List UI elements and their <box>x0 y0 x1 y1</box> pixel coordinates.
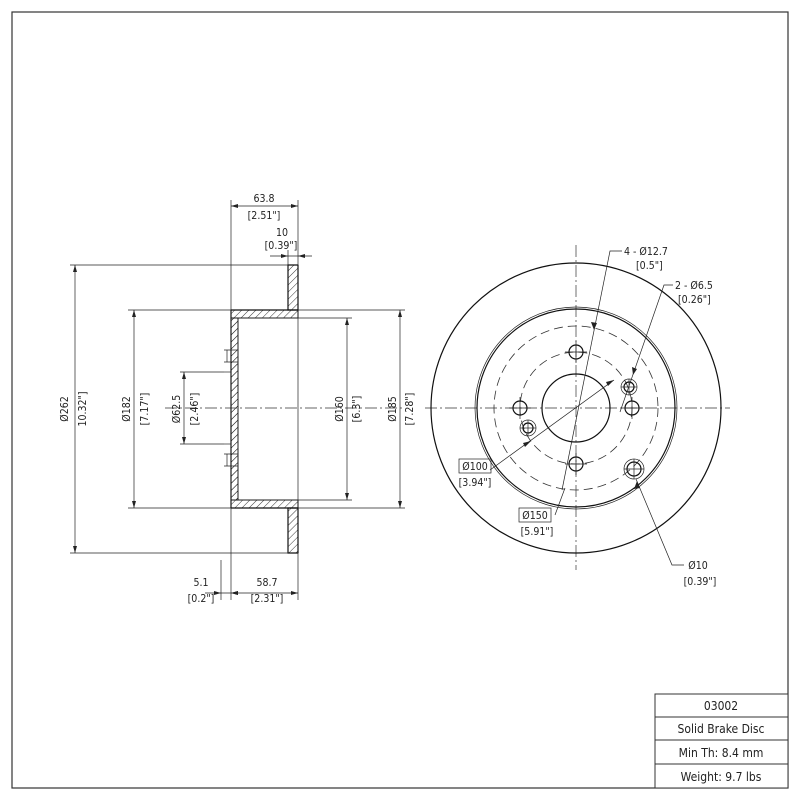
bolt-circle-box <box>458 458 492 474</box>
dim-disc-thickness-in: [0.39"] <box>265 240 298 252</box>
label-inner-circle-in: [5.91"] <box>521 526 554 538</box>
dim-outer-diameter-in: 10.32"] <box>77 391 89 426</box>
dim-offset: 5.1 <box>193 577 208 589</box>
label-inner-circle: Ø150 <box>522 510 547 522</box>
dim-hat-depth-in: [2.31"] <box>251 593 284 605</box>
dim-drum-diameter: Ø160 <box>334 396 346 421</box>
title-block: 03002 Solid Brake Disc Min Th: 8.4 mm We… <box>654 693 789 789</box>
hat-wall-section <box>230 309 299 509</box>
dim-friction-inner-diameter: Ø185 <box>387 396 399 421</box>
hat-outer-edge <box>476 308 676 508</box>
dim-drum-diameter-in: [6.3"] <box>351 396 363 423</box>
label-small-hole: Ø10 <box>688 560 707 572</box>
dim-friction-inner-diameter-in: [7.28"] <box>404 393 416 426</box>
label-bolt-circle: Ø100 <box>462 461 487 473</box>
dim-hat-diameter-in: [7.17"] <box>139 393 151 426</box>
label-pin-holes-in: [0.26"] <box>678 294 711 306</box>
side-dimension-lines <box>73 204 402 595</box>
side-view: 63.8 [2.51"] 10 [0.39"] Ø262 10.32"] Ø18… <box>59 193 416 605</box>
min-thickness: Min Th: 8.4 mm <box>679 746 764 760</box>
tb-weight-cell <box>654 763 789 789</box>
part-description: Solid Brake Disc <box>678 722 765 736</box>
front-view: 4 - Ø12.7 [0.5"] 2 - Ø6.5 [0.26"] Ø100 [… <box>425 245 730 588</box>
inner-circle-box <box>518 507 552 523</box>
weight: Weight: 9.7 lbs <box>681 770 762 784</box>
disc-outer-edge <box>430 262 722 554</box>
dim-disc-thickness: 10 <box>276 227 288 239</box>
lug-hole-center-marks <box>509 341 643 475</box>
label-pin-holes: 2 - Ø6.5 <box>675 280 713 292</box>
dim-hat-diameter: Ø182 <box>121 396 133 421</box>
side-extension-lines <box>70 200 405 600</box>
label-bolt-circle-in: [3.94"] <box>459 477 492 489</box>
mounting-face-section <box>230 317 239 501</box>
front-leaders <box>489 250 684 566</box>
dim-overall-height-in: [2.51"] <box>248 210 281 222</box>
friction-ring-section <box>287 264 299 554</box>
dim-hat-depth: 58.7 <box>256 577 277 589</box>
label-lug-holes-in: [0.5"] <box>636 260 663 272</box>
label-lug-holes: 4 - Ø12.7 <box>624 246 668 258</box>
part-number: 03002 <box>704 699 738 713</box>
tb-min-thickness-cell <box>654 739 789 765</box>
sheet-border <box>11 11 789 789</box>
center-bore <box>541 373 611 443</box>
dim-offset-in: [0.2"] <box>188 593 215 605</box>
label-small-hole-in: [0.39"] <box>684 576 717 588</box>
dim-bore-diameter-in: [2.46"] <box>189 393 201 426</box>
dim-outer-diameter: Ø262 <box>59 396 71 421</box>
dim-overall-height: 63.8 <box>253 193 274 205</box>
friction-inner-edge <box>474 306 678 510</box>
inner-dashed-circle <box>493 325 659 491</box>
dim-bore-diameter: Ø62.5 <box>171 395 183 423</box>
